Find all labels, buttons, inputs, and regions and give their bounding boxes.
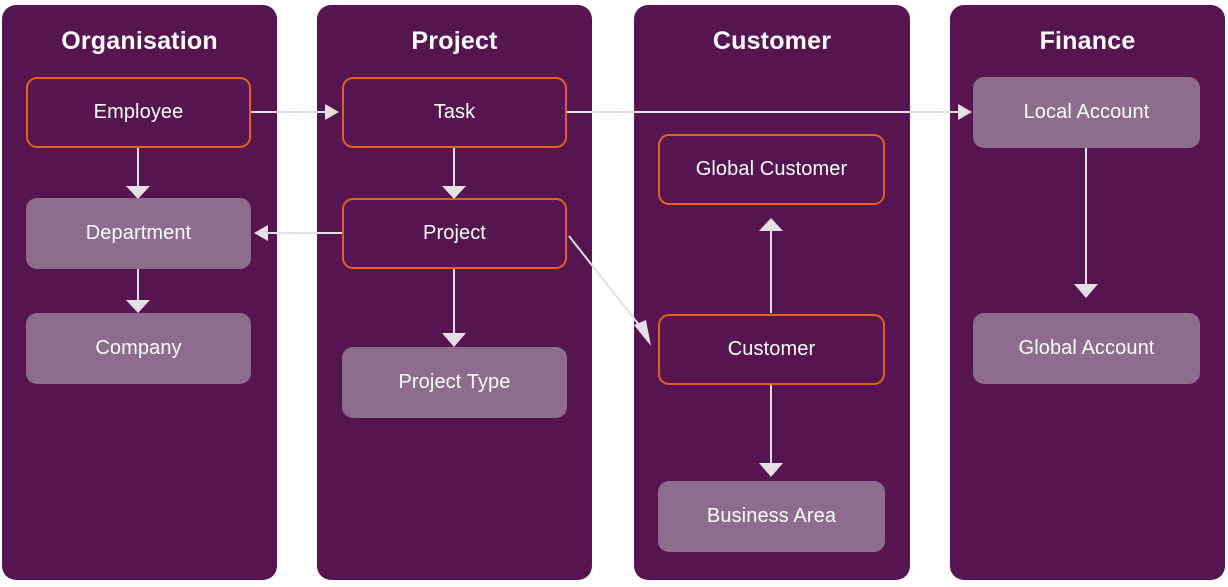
- node-label-global-customer: Global Customer: [695, 158, 848, 180]
- node-project[interactable]: Project: [342, 198, 567, 269]
- node-global-account[interactable]: Global Account: [973, 313, 1200, 384]
- node-label-customer: Customer: [727, 338, 816, 360]
- panel-title-customer: Customer: [712, 27, 832, 55]
- panel-title-finance: Finance: [1039, 27, 1136, 55]
- node-global-customer[interactable]: Global Customer: [658, 134, 885, 205]
- node-task[interactable]: Task: [342, 77, 567, 148]
- node-employee[interactable]: Employee: [26, 77, 251, 148]
- node-label-project: Project: [423, 222, 486, 244]
- panel-title-organisation: Organisation: [61, 27, 218, 55]
- node-label-global-account: Global Account: [1018, 337, 1155, 359]
- node-label-department: Department: [85, 222, 192, 244]
- node-department[interactable]: Department: [26, 198, 251, 269]
- node-label-task: Task: [433, 101, 476, 123]
- panel-title-project: Project: [411, 27, 498, 55]
- node-label-company: Company: [95, 337, 182, 359]
- node-business-area[interactable]: Business Area: [658, 481, 885, 552]
- node-label-local-account: Local Account: [1023, 101, 1150, 123]
- node-company[interactable]: Company: [26, 313, 251, 384]
- node-label-business-area: Business Area: [706, 505, 837, 527]
- node-customer[interactable]: Customer: [658, 314, 885, 385]
- node-local-account[interactable]: Local Account: [973, 77, 1200, 148]
- node-project-type[interactable]: Project Type: [342, 347, 567, 418]
- node-label-employee: Employee: [93, 101, 184, 123]
- node-label-project-type: Project Type: [398, 371, 511, 393]
